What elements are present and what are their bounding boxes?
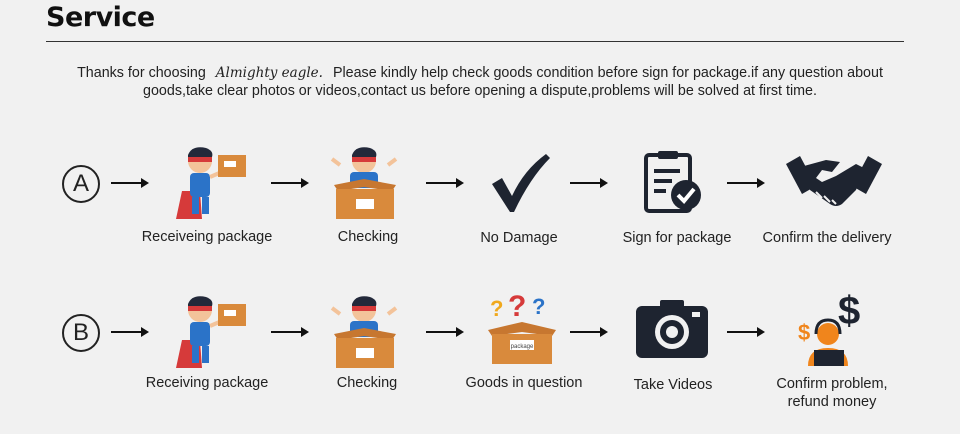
arrow-icon (111, 178, 149, 188)
row-b-step-5-label-line-2: refund money (787, 394, 877, 410)
svg-text:?: ? (532, 294, 545, 319)
svg-text:$: $ (838, 290, 860, 333)
arrow-icon (111, 327, 149, 337)
row-b-step-2-label: Checking (336, 375, 398, 391)
intro-after: Please kindly help check goods condition… (143, 65, 883, 99)
intro-text: Thanks for choosing Almighty eagle. Plea… (60, 64, 900, 100)
row-b-step-1-label: Receiving package (145, 375, 269, 391)
arrow-icon (727, 178, 765, 188)
question-box-icon: ? ? ? package (488, 292, 556, 364)
row-a-letter: A (62, 165, 100, 203)
row-b-step-4-label: Take Videos (633, 377, 713, 393)
arrow-icon (727, 327, 765, 337)
row-a-step-3-label: No Damage (480, 230, 558, 246)
courier-holding-box-icon (176, 147, 246, 219)
arrow-icon (426, 327, 464, 337)
svg-text:$: $ (798, 320, 810, 345)
courier-in-box-icon (330, 147, 398, 219)
row-a-step-5-label: Confirm the delivery (762, 230, 892, 246)
box-label-text: package (511, 344, 534, 350)
arrow-icon (570, 327, 608, 337)
row-a-step-4-label: Sign for package (622, 230, 732, 246)
arrow-icon (271, 178, 309, 188)
svg-text:?: ? (490, 296, 503, 321)
checkmark-icon (492, 154, 550, 212)
row-a-step-2-label: Checking (337, 229, 399, 245)
clipboard-check-icon (644, 151, 701, 213)
arrow-icon (426, 178, 464, 188)
intro-before: Thanks for choosing (77, 65, 206, 81)
arrow-icon (570, 178, 608, 188)
page-title: Service (46, 2, 155, 33)
support-agent-money-icon: $ $ (798, 290, 860, 366)
courier-in-box-icon (330, 296, 398, 368)
row-b-step-3-label: Goods in question (465, 375, 583, 391)
row-a-step-1-label: Receiveing package (141, 229, 273, 245)
camera-icon (636, 300, 708, 358)
brand-name: Almighty eagle. (215, 65, 323, 81)
courier-holding-box-icon (176, 296, 246, 368)
row-b-step-5-label: Confirm problem, (776, 376, 888, 392)
handshake-icon (786, 156, 882, 206)
row-b-letter: B (62, 314, 100, 352)
svg-text:?: ? (508, 292, 526, 323)
arrow-icon (271, 327, 309, 337)
title-divider (46, 41, 904, 42)
